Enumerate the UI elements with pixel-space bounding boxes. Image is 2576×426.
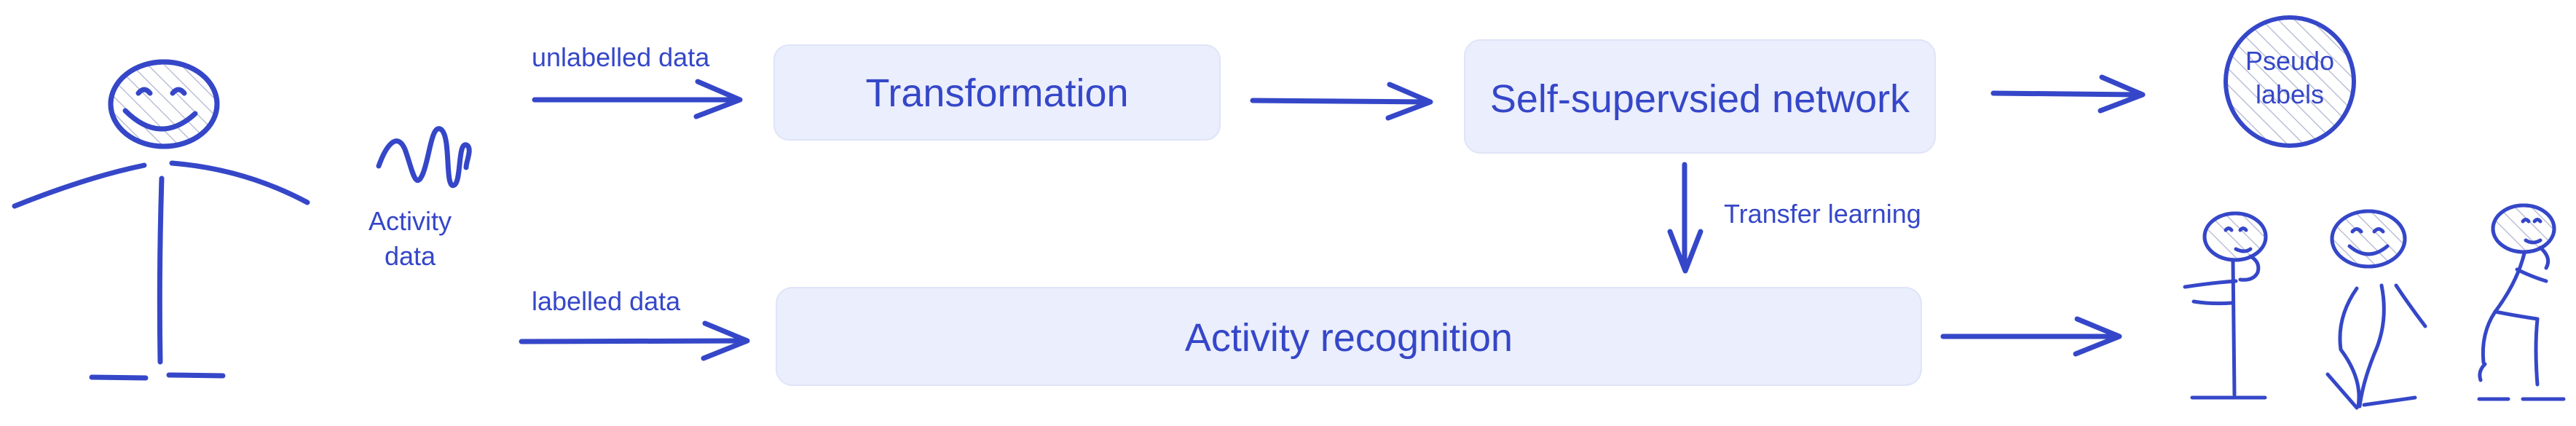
kneeling-person-icon [2477, 203, 2566, 401]
activity-recognition-box [776, 287, 1922, 386]
activity-data-label-line1: Activity [369, 206, 452, 236]
arrow-transformation-to-network [1250, 82, 1433, 121]
self-supervised-network-box [1464, 39, 1936, 154]
pseudo-label-circle-icon [2224, 15, 2356, 148]
activity-signal-icon [376, 126, 472, 188]
walking-person-icon [2325, 209, 2427, 410]
labelled-data-label: labelled data [532, 286, 681, 316]
activity-recognition-box-label: Activity recognition [1185, 316, 1513, 360]
stick-figure-person-icon [12, 59, 310, 381]
transformation-box-label: Transformation [865, 71, 1128, 115]
arrow-recognition-to-people [1940, 316, 2122, 357]
arrow-network-to-pseudo-labels [1990, 74, 2146, 114]
self-supervised-network-box-label: Self-supervsied network [1490, 77, 1910, 121]
arrow-transfer-learning [1667, 162, 1703, 274]
arrow-unlabelled-to-transformation [532, 79, 743, 119]
activity-data-label-line2: data [385, 241, 436, 271]
pseudo-labels-text-line2: labels [2256, 79, 2324, 109]
unlabelled-data-label: unlabelled data [532, 42, 710, 72]
transformation-box [773, 44, 1221, 141]
thinking-person-icon [2183, 211, 2268, 400]
pseudo-labels-text-line1: Pseudo [2245, 46, 2334, 76]
arrow-labelled-to-recognition [519, 320, 750, 361]
transfer-learning-label: Transfer learning [1724, 199, 1921, 229]
